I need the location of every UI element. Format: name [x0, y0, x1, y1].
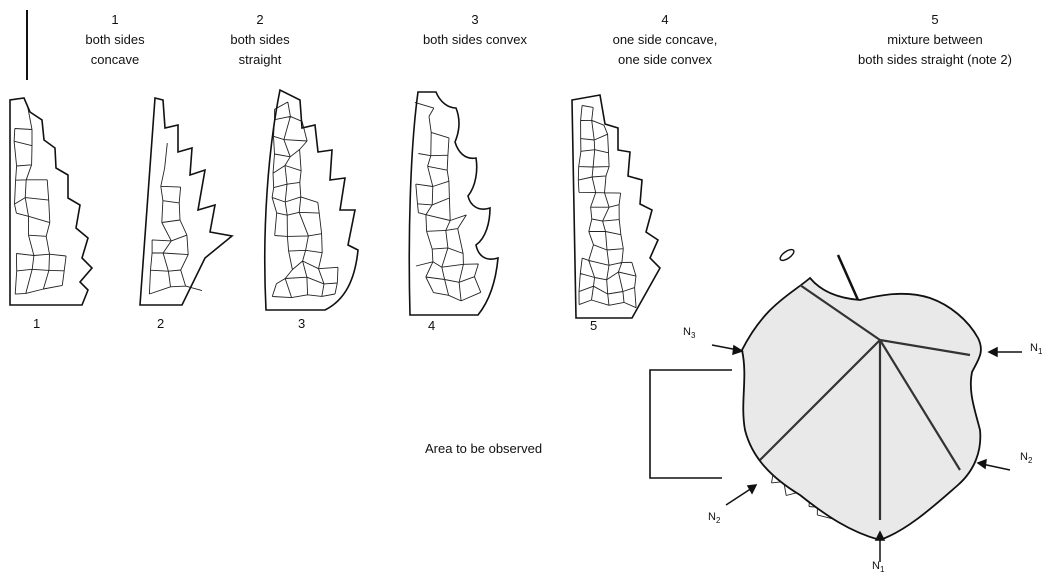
vein-label-sub: 1 — [880, 565, 884, 574]
vein-label-n1-bottom: N1 — [872, 560, 884, 574]
vein-label-n2-left: N2 — [708, 511, 720, 525]
vein-label-n2-right: N2 — [1020, 451, 1032, 465]
tooth-label-2: 2 — [157, 316, 164, 331]
vein-label-sub: 3 — [691, 331, 695, 340]
tooth-5-drawing — [572, 95, 660, 318]
vein-label-n3: N3 — [683, 326, 695, 340]
area-bracket — [650, 370, 732, 478]
vein-label-sub: 2 — [1028, 456, 1032, 465]
tooth-5-veins — [578, 106, 636, 308]
vine-leaf-drawing — [742, 248, 981, 540]
vein-label-base: N — [1030, 342, 1038, 354]
vein-label-n1-right: N1 — [1030, 342, 1042, 356]
vein-label-base: N — [683, 326, 691, 338]
tooth-2-veins — [149, 143, 202, 294]
area-to-be-observed-label: Area to be observed — [425, 441, 542, 456]
tooth-label-4: 4 — [428, 318, 435, 333]
tooth-3-veins — [272, 102, 338, 298]
vein-label-sub: 2 — [716, 516, 720, 525]
vein-label-sub: 1 — [1038, 347, 1042, 356]
vein-label-base: N — [708, 511, 716, 523]
tooth-label-5: 5 — [590, 318, 597, 333]
tooth-label-3: 3 — [298, 316, 305, 331]
tooth-1-veins — [14, 107, 66, 294]
vein-label-base: N — [1020, 451, 1028, 463]
tooth-label-1: 1 — [33, 316, 40, 331]
vein-label-base: N — [872, 560, 880, 572]
tooth-2-drawing — [140, 98, 232, 305]
